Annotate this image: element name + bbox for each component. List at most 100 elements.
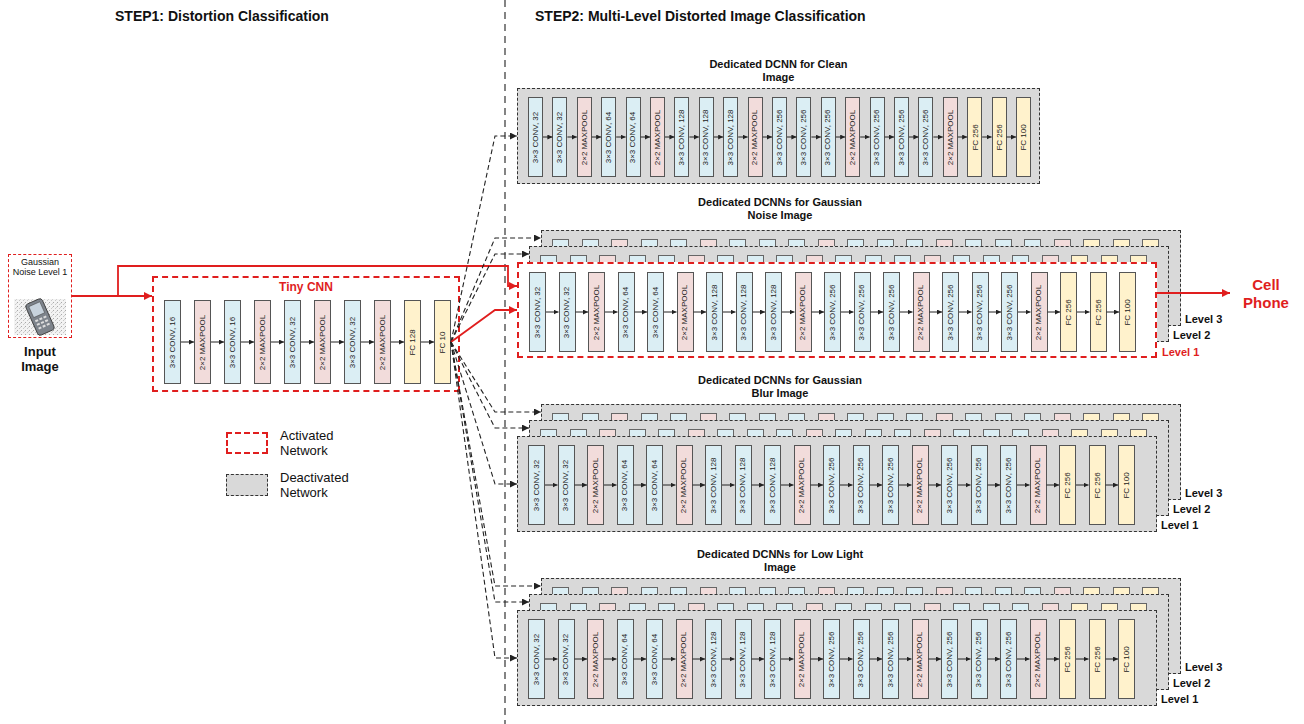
layer-box: 3×3 CONV, 256 <box>853 619 870 699</box>
label-slot: STEP2: Multi-Level Distorted Image Class… <box>535 8 995 25</box>
layer-label: 2×2 MAXPOOL <box>591 457 600 512</box>
layer-label: 3×3 CONV, 256 <box>975 631 984 687</box>
layer-label: 3×3 CONV, 32 <box>348 316 357 368</box>
level-label: Level 1 <box>1162 346 1199 358</box>
level-label: Level 2 <box>1173 503 1210 515</box>
phone-body <box>25 298 55 336</box>
layer-box: 2×2 MAXPOOL <box>577 97 592 177</box>
layer-box: 2×2 MAXPOOL <box>795 272 812 352</box>
layer-label: FC 256 <box>1063 646 1072 672</box>
layer-box: 3×3 CONV, 32 <box>529 272 546 352</box>
layer-label: 3×3 CONV, 128 <box>769 284 778 340</box>
layer-label: FC 100 <box>1019 124 1028 150</box>
layer-arrow <box>575 485 588 486</box>
phone-key <box>35 319 39 322</box>
layer-arrow <box>885 137 894 138</box>
layer-label: 3×3 CONV, 32 <box>555 111 564 163</box>
layer-box: 3×3 CONV, 128 <box>699 97 714 177</box>
layer-label: 3×3 CONV, 128 <box>702 109 711 165</box>
caption: Dedicated DCNNs for Gaussian Blur Image <box>695 374 865 400</box>
layer-label: 3×3 CONV, 128 <box>739 631 748 687</box>
legend-swatch <box>226 474 268 496</box>
layer-label: 2×2 MAXPOOL <box>681 284 690 339</box>
layer-label: 3×3 CONV, 64 <box>629 111 638 163</box>
layer-label: 3×3 CONV, 128 <box>709 457 718 513</box>
layer-box: 3×3 CONV, 64 <box>617 619 634 699</box>
phone-key <box>45 319 49 322</box>
layer-label: 3×3 CONV, 256 <box>945 457 954 513</box>
layer-arrow <box>753 312 766 313</box>
layer-arrow <box>781 659 794 660</box>
layer-arrow <box>787 137 796 138</box>
layer-box: 3×3 CONV, 256 <box>1001 272 1018 352</box>
layer-box: 3×3 CONV, 256 <box>823 445 840 525</box>
layer-box: 3×3 CONV, 256 <box>824 272 841 352</box>
layer-label: 3×3 CONV, 32 <box>563 286 572 338</box>
label-slot: Dedicated DCNNs for Gaussian Blur Image <box>695 374 865 400</box>
layer-label: 3×3 CONV, 256 <box>886 631 895 687</box>
step-heading: STEP2: Multi-Level Distorted Image Class… <box>535 8 995 25</box>
layer-box: 3×3 CONV, 128 <box>723 97 738 177</box>
layer-box: FC 256 <box>1089 619 1106 699</box>
layer-arrow <box>763 137 772 138</box>
layer-box: 3×3 CONV, 32 <box>528 445 545 525</box>
layer-box: 2×2 MAXPOOL <box>845 97 860 177</box>
layer-box: 3×3 CONV, 256 <box>854 272 871 352</box>
layer-box: 3×3 CONV, 64 <box>617 445 634 525</box>
output-label: Cell Phone <box>1234 276 1298 312</box>
layer-label: 2×2 MAXPOOL <box>751 109 760 164</box>
phone-key <box>37 323 41 326</box>
layer-label: 2×2 MAXPOOL <box>680 631 689 686</box>
layer-box: FC 256 <box>1060 272 1077 352</box>
layer-box: 3×3 CONV, 128 <box>764 619 781 699</box>
layer-label: 3×3 CONV, 64 <box>650 459 659 511</box>
layer-arrow <box>331 342 344 343</box>
layer-label: 2×2 MAXPOOL <box>916 457 925 512</box>
phone-illustration <box>14 298 66 336</box>
layer-box: 2×2 MAXPOOL <box>943 97 958 177</box>
layer-box: 2×2 MAXPOOL <box>587 445 604 525</box>
layer-arrow <box>689 137 698 138</box>
layer-box: 3×3 CONV, 256 <box>823 619 840 699</box>
layer-label: FC 100 <box>1122 472 1131 498</box>
layer-box: 2×2 MAXPOOL <box>794 619 811 699</box>
layer-box: 3×3 CONV, 128 <box>765 272 782 352</box>
layer-arrow <box>1017 659 1030 660</box>
layer-box: FC 128 <box>404 300 421 384</box>
layer-arrow <box>811 659 824 660</box>
phone-key <box>42 325 46 328</box>
layer-box: 2×2 MAXPOOL <box>1031 272 1048 352</box>
layer-label: 3×3 CONV, 256 <box>824 109 833 165</box>
layer-arrow <box>840 485 853 486</box>
layer-box: 2×2 MAXPOOL <box>748 97 763 177</box>
layer-label: FC 256 <box>1094 299 1103 325</box>
layer-label: 2×2 MAXPOOL <box>198 314 207 369</box>
layer-arrow <box>933 137 942 138</box>
layer-label: 2×2 MAXPOOL <box>591 631 600 686</box>
legend-text: Deactivated Network <box>280 470 360 500</box>
layer-label: FC 100 <box>1122 646 1131 672</box>
layer-box: 3×3 CONV, 128 <box>735 619 752 699</box>
layer-arrow <box>958 137 967 138</box>
layer-label: 3×3 CONV, 128 <box>768 457 777 513</box>
layer-box: 3×3 CONV, 256 <box>821 97 836 177</box>
network-box: Level 13×3 CONV, 323×3 CONV, 322×2 MAXPO… <box>517 262 1157 358</box>
layer-arrow <box>841 312 854 313</box>
layer-label: 3×3 CONV, 256 <box>827 631 836 687</box>
routing-arrow <box>451 342 541 586</box>
layer-label: 3×3 CONV, 128 <box>739 457 748 513</box>
label-slot: STEP1: Distortion Classification <box>115 8 445 25</box>
layer-box: 3×3 CONV, 32 <box>528 619 545 699</box>
layer-label: 3×3 CONV, 32 <box>531 111 540 163</box>
layer-arrow <box>988 659 1001 660</box>
layer-label: 3×3 CONV, 128 <box>768 631 777 687</box>
layer-arrow <box>635 312 648 313</box>
layer-arrow <box>812 312 825 313</box>
layer-box: 3×3 CONV, 256 <box>883 272 900 352</box>
layer-arrow <box>663 659 676 660</box>
layer-box: 2×2 MAXPOOL <box>374 300 391 384</box>
layer-arrow <box>575 659 588 660</box>
layer-arrow <box>634 485 647 486</box>
layer-label: 3×3 CONV, 256 <box>1005 284 1014 340</box>
routing-arrow <box>72 266 517 296</box>
